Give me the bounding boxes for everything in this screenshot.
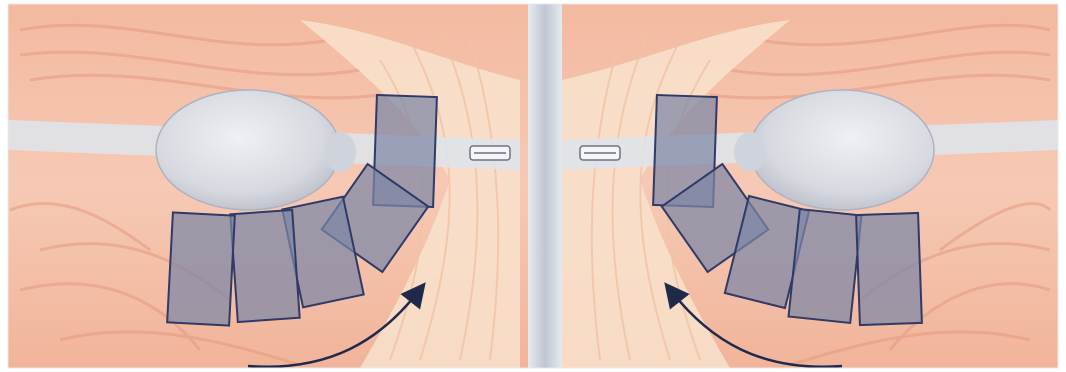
midline [528,4,562,368]
nerve-balloon [156,90,340,210]
mesh-piece [167,212,235,325]
left-view [8,4,528,368]
mesh-piece [789,209,862,323]
balloon-neck [324,132,356,172]
mesh-piece [856,213,922,325]
nerve-balloon [750,90,934,210]
balloon-neck [734,132,766,172]
connector-clip-icon [470,146,510,160]
mesh-piece [230,210,299,322]
connector-clip-icon [580,146,620,160]
right-view [562,4,1058,368]
